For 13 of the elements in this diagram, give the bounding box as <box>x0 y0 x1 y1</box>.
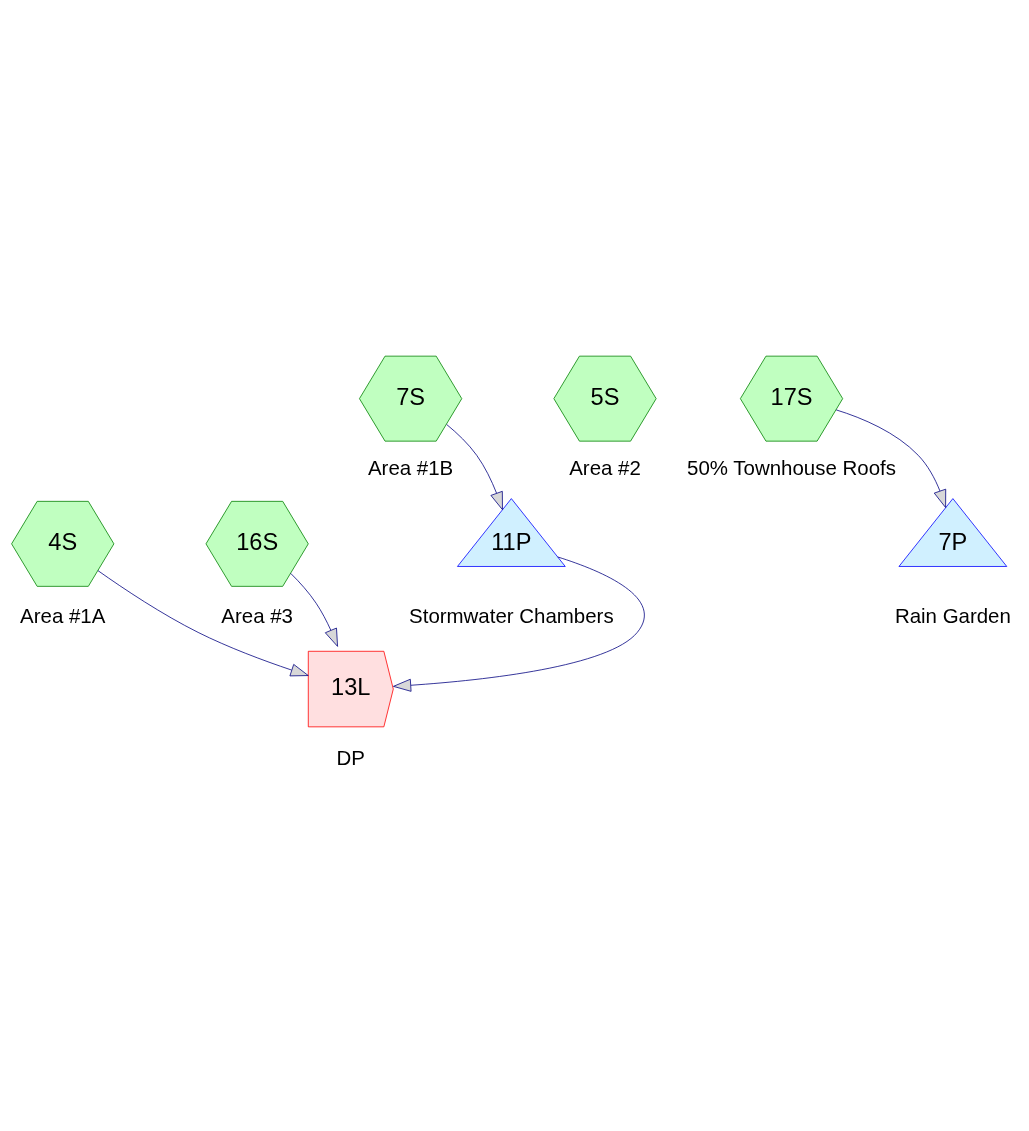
arrow <box>835 409 947 508</box>
arrow <box>393 556 645 692</box>
node-label: Rain Garden <box>894 603 1011 627</box>
arrow <box>446 424 503 511</box>
node-label: Area #2 <box>569 455 641 479</box>
node-label: Area #1B <box>367 455 454 479</box>
node-label: Stormwater Chambers <box>409 603 614 627</box>
arrow <box>290 572 338 647</box>
node-label: DP <box>336 746 366 770</box>
node-label: Area #1A <box>20 603 106 627</box>
node-label: 50% Townhouse Roofs <box>687 455 896 479</box>
arrow <box>97 570 309 677</box>
node-label: Area #3 <box>221 603 293 627</box>
